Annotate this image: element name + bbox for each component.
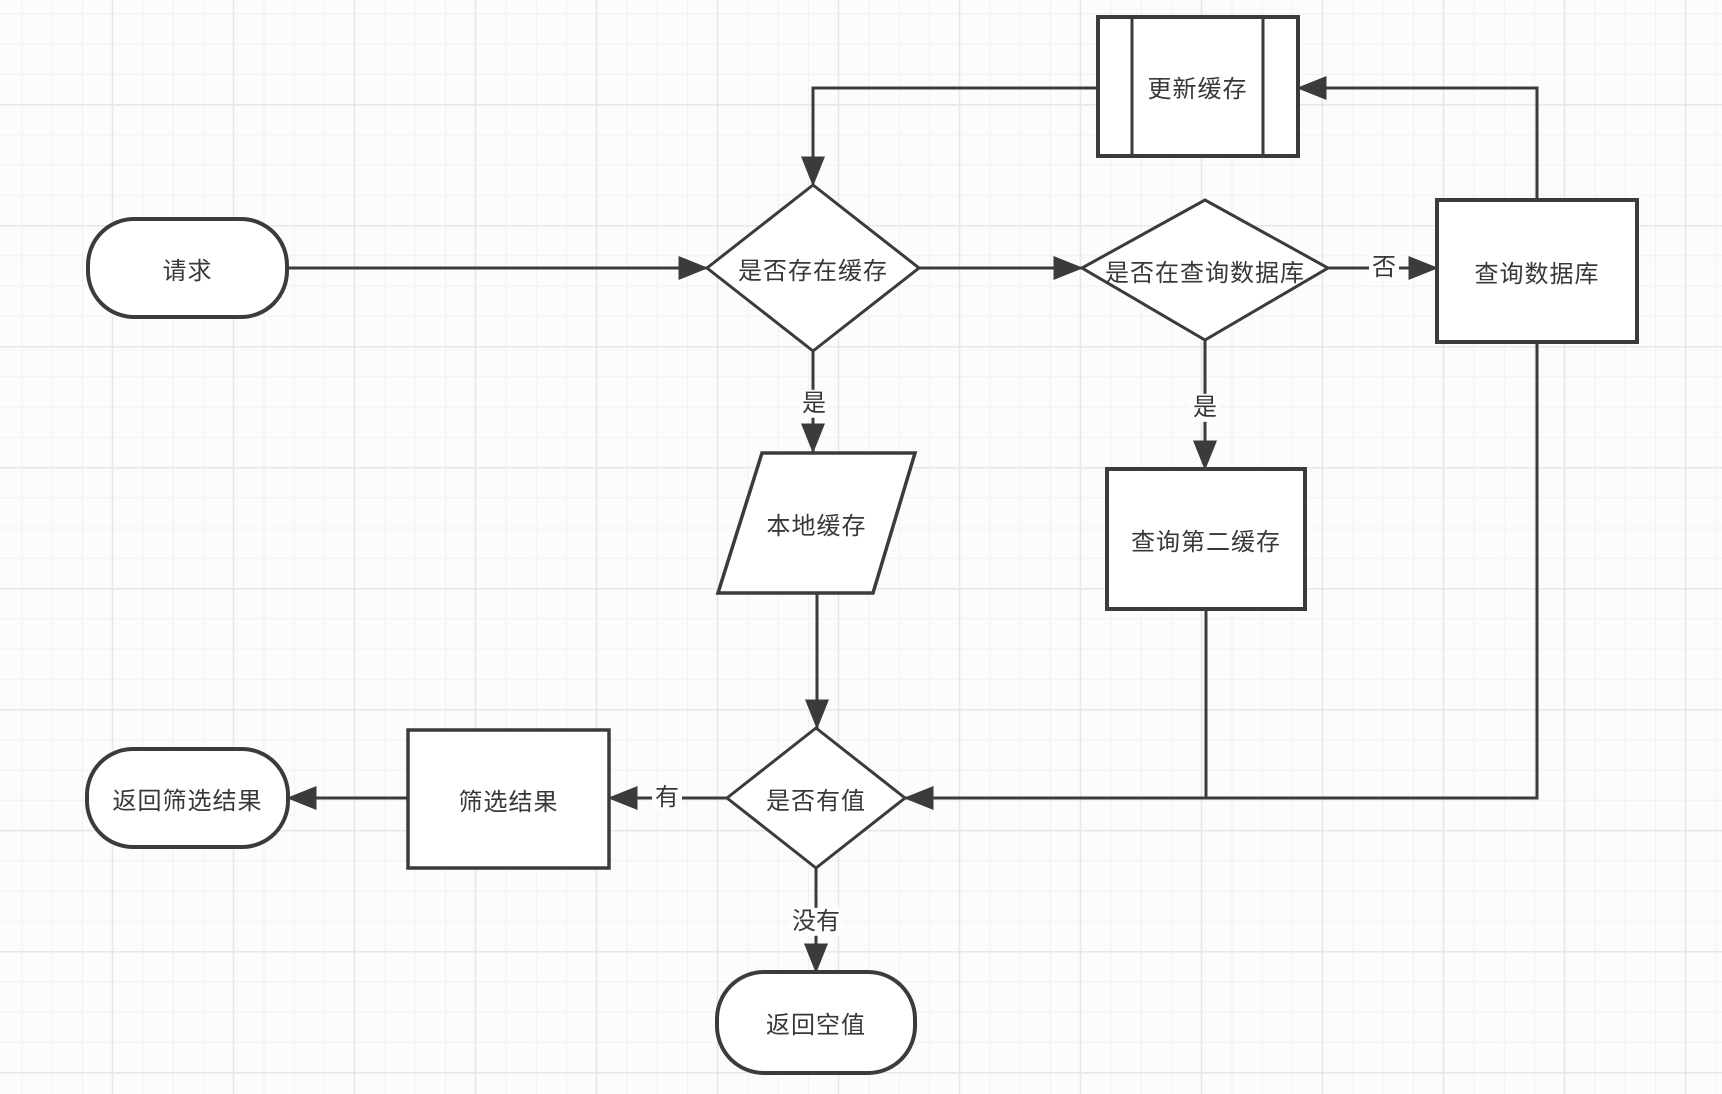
filter-result-shape[interactable] <box>406 728 611 870</box>
edge-query-db-to-update-cache[interactable] <box>1296 76 1539 200</box>
request-shape[interactable] <box>86 217 289 319</box>
querying-db-shape[interactable] <box>1078 198 1332 342</box>
update-cache-shape[interactable] <box>1096 15 1300 158</box>
local-cache-shape[interactable] <box>715 451 918 595</box>
return-null-shape[interactable] <box>715 970 917 1075</box>
return-filter-result-shape[interactable] <box>85 747 290 849</box>
query-db-shape[interactable] <box>1435 198 1639 344</box>
edge-query-db-to-has-value[interactable] <box>903 342 1539 810</box>
cache-exists-shape[interactable] <box>704 183 922 353</box>
edge-update-cache-to-cache-exists[interactable] <box>801 86 1098 187</box>
has-value-shape[interactable] <box>724 726 908 870</box>
query-second-cache-shape[interactable] <box>1105 467 1307 611</box>
